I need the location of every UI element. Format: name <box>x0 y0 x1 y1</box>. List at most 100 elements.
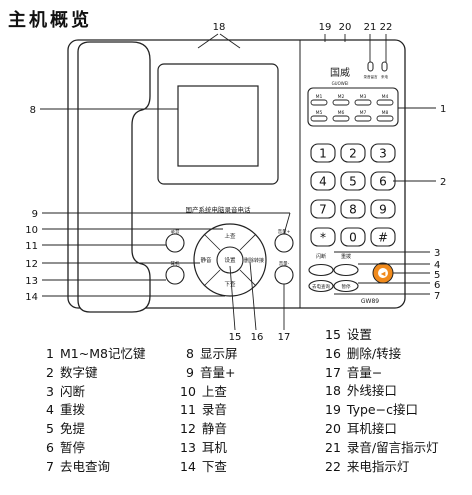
redial-button[interactable] <box>333 263 359 277</box>
legend-number: 6 <box>46 439 54 455</box>
keypad-key-label: * <box>320 231 326 245</box>
callout-20: 20 <box>339 22 352 33</box>
legend-item: 5 免提 <box>40 420 145 439</box>
legend-number: 12 <box>180 421 196 437</box>
legend-text: 重拨 <box>60 402 86 418</box>
keypad-key[interactable] <box>310 143 336 163</box>
legend-item: 9 音量+ <box>180 364 238 383</box>
keypad-key-label: 7 <box>319 203 327 217</box>
memory-key-button[interactable] <box>332 99 350 106</box>
keypad-key[interactable] <box>310 199 336 219</box>
volume-down-button[interactable] <box>274 265 294 285</box>
hold-button[interactable] <box>333 279 359 293</box>
callerid-button[interactable] <box>308 279 334 293</box>
memory-key-label: M8 <box>382 110 389 116</box>
legend-text: 闪断 <box>60 383 86 399</box>
legend-text: 外线接口 <box>346 383 397 399</box>
legend-text: 音量+ <box>200 364 236 380</box>
legend-text: 设置 <box>346 327 372 342</box>
keypad-key-label: 3 <box>379 147 387 161</box>
keypad-key[interactable] <box>370 143 396 163</box>
brand-logo: 国威 <box>330 66 350 79</box>
keypad-key[interactable] <box>370 227 396 247</box>
redial-label: 重拨 <box>341 253 351 260</box>
volume-down-label: 音量- <box>279 260 290 267</box>
legend-number: 8 <box>186 346 194 361</box>
legend-number: 4 <box>46 402 54 418</box>
legend-text: 删除/转接 <box>346 345 402 361</box>
legend-text: 显示屏 <box>200 346 238 361</box>
memory-key-label: M4 <box>382 94 389 100</box>
memory-key-button[interactable] <box>310 99 328 106</box>
nav-divider <box>239 269 257 287</box>
callout-numbers: 18 19 20 21 22 1 2 8 9 10 11 12 13 14 15… <box>25 22 446 340</box>
legend-number: 14 <box>180 458 196 474</box>
keypad-key[interactable] <box>370 199 396 219</box>
memory-key-button[interactable] <box>332 115 350 122</box>
legend-number: 10 <box>180 383 196 399</box>
memory-key-label: M5 <box>316 110 323 116</box>
keypad-key[interactable] <box>340 143 366 163</box>
legend-number: 7 <box>46 458 54 474</box>
callout-15: 15 <box>229 332 242 340</box>
memory-key-label: M7 <box>360 110 367 116</box>
nav-divider <box>203 269 221 287</box>
memory-key-button[interactable] <box>376 99 394 106</box>
callout-18: 18 <box>213 22 226 33</box>
keypad-key-label: # <box>378 231 388 245</box>
legend-item: 8 显示屏 <box>180 345 238 364</box>
callout-21: 21 <box>364 22 377 33</box>
memory-key-button[interactable] <box>354 115 372 122</box>
nav-center-label: 设置 <box>224 256 236 264</box>
headset-button[interactable] <box>165 265 185 285</box>
keypad-key-label: 2 <box>349 147 357 161</box>
legend-number: 17 <box>325 364 341 380</box>
nav-center-button[interactable] <box>216 246 244 274</box>
memory-key-button[interactable] <box>376 115 394 122</box>
callout-12: 12 <box>25 259 38 270</box>
keypad-key[interactable] <box>340 227 366 247</box>
legend-number: 9 <box>186 364 194 380</box>
callout-8: 8 <box>30 105 36 116</box>
callout-11: 11 <box>25 241 38 252</box>
legend-item: 15 设置 <box>325 326 439 345</box>
memory-key-button[interactable] <box>354 99 372 106</box>
legend-number: 5 <box>46 421 54 437</box>
legend-number: 15 <box>325 327 341 342</box>
keypad-key[interactable] <box>310 171 336 191</box>
callout-7: 7 <box>434 291 440 302</box>
speaker-icon <box>378 268 388 278</box>
headset-label: 耳机 <box>171 260 180 267</box>
legend-number: 19 <box>325 402 341 418</box>
record-button[interactable] <box>165 233 185 253</box>
keypad-key-label: 1 <box>319 147 327 161</box>
nav-right-label: 删除转接 <box>244 257 264 264</box>
keypad-key[interactable] <box>310 227 336 247</box>
callout-16: 16 <box>251 332 264 340</box>
page-title: 主机概览 <box>8 10 92 31</box>
legend-text: Type−c接口 <box>346 402 418 418</box>
keypad-key-label: 9 <box>379 203 387 217</box>
callout-2: 2 <box>440 177 446 188</box>
keypad-key[interactable] <box>340 199 366 219</box>
nav-divider <box>203 233 221 251</box>
flash-label: 闪断 <box>316 253 326 260</box>
legend-text: 数字键 <box>60 364 98 380</box>
keypad-key-label: 0 <box>349 231 357 245</box>
handset-icon <box>77 41 151 313</box>
legend-text: 来电指示灯 <box>346 458 410 474</box>
memory-key-button[interactable] <box>310 115 328 122</box>
memory-key-label: M6 <box>338 110 345 116</box>
volume-up-button[interactable] <box>274 233 294 253</box>
keypad-key[interactable] <box>340 171 366 191</box>
legend-text: 免提 <box>60 421 86 437</box>
nav-up-label: 上查 <box>224 232 236 240</box>
nav-left-label: 静音 <box>200 256 212 264</box>
flash-button[interactable] <box>308 263 334 277</box>
